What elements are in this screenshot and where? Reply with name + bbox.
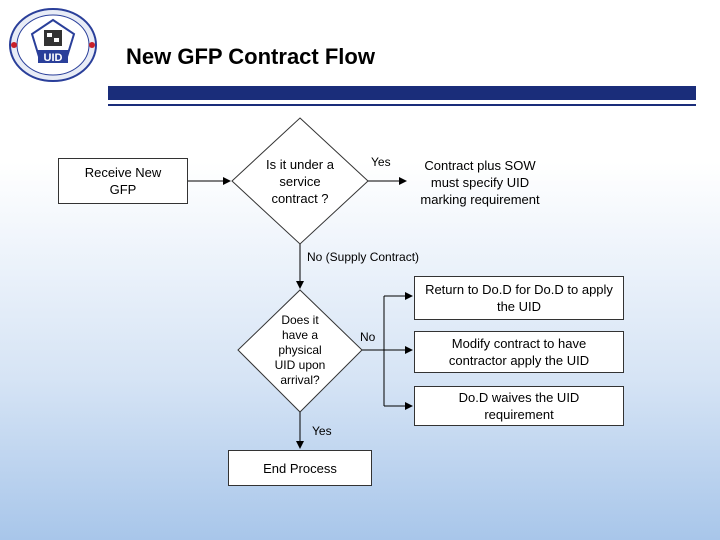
decision-uid-text: Does it have a physical UID upon arrival… (274, 312, 326, 387)
no-label-uid: No (360, 330, 376, 344)
no-supply-label: No (Supply Contract) (307, 250, 420, 264)
option-dod-waives-box: Do.D waives the UID requirement (414, 386, 624, 426)
sow-requirement-box: Contract plus SOW must specify UID marki… (420, 157, 540, 207)
page-title: New GFP Contract Flow (126, 44, 375, 69)
header-rule-thin (108, 104, 696, 106)
header-rule (108, 86, 696, 100)
yes-label-service: Yes (371, 155, 391, 169)
receive-gfp-box: Receive New GFP (58, 158, 188, 204)
uid-logo: UID (9, 8, 97, 82)
logo-text: UID (44, 52, 63, 64)
end-process-box: End Process (228, 450, 372, 486)
option-modify-contract-box: Modify contract to have contractor apply… (414, 331, 624, 373)
decision-service-contract-text: Is it under a service contract ? (266, 156, 334, 206)
option-return-dod-box: Return to Do.D for Do.D to apply the UID (414, 276, 624, 320)
yes-label-uid: Yes (312, 424, 332, 438)
